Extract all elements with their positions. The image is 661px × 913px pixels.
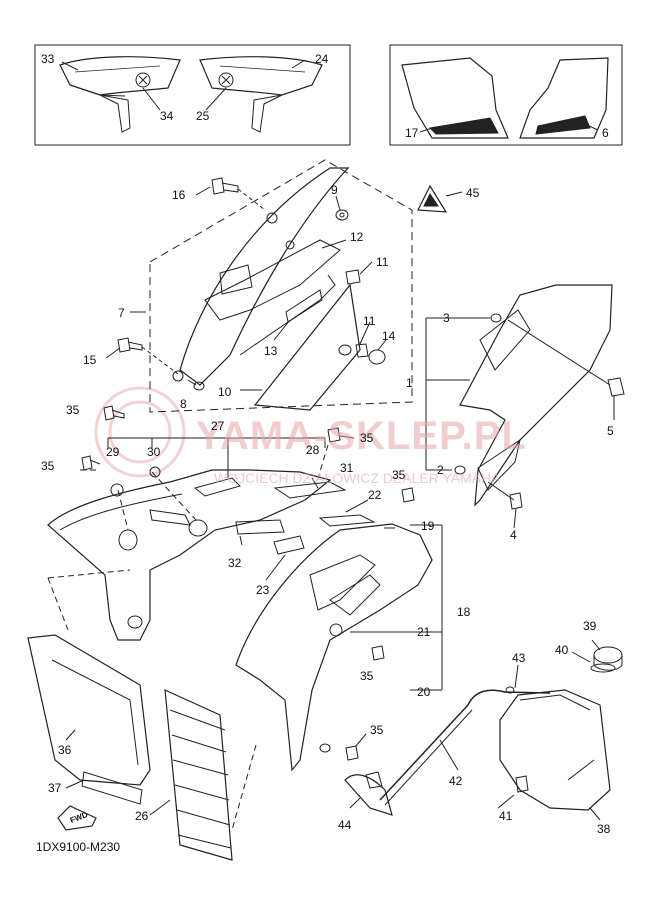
callout-30: 30 (147, 445, 161, 459)
callout-19: 19 (421, 519, 435, 533)
bolts-35 (81, 405, 415, 761)
overflow-hose (379, 689, 551, 806)
callout-43: 43 (512, 651, 526, 665)
callout-31: 31 (340, 461, 354, 475)
callout-10: 10 (218, 385, 232, 399)
callout-35-f: 35 (370, 723, 384, 737)
dashed-leaders (47, 444, 329, 831)
callout-13: 13 (264, 344, 278, 358)
callout-42: 42 (449, 774, 463, 788)
hose-clip (344, 771, 393, 816)
bolt-16 (211, 177, 266, 211)
fwd-arrow-icon (57, 805, 97, 831)
callout-39: 39 (583, 619, 597, 633)
radiator-louver (164, 689, 233, 861)
callout-33: 33 (41, 52, 55, 66)
callout-16: 16 (172, 188, 186, 202)
callout-36: 36 (58, 743, 72, 757)
callout-18: 18 (457, 605, 471, 619)
leader-bracket-18 (350, 524, 443, 691)
leader-bracket-1 (425, 317, 490, 471)
callout-32: 32 (228, 556, 242, 570)
callout-29: 29 (106, 445, 120, 459)
side-cover-right (454, 284, 625, 510)
callout-25: 25 (196, 109, 210, 123)
callout-6: 6 (602, 126, 609, 140)
pad-37 (81, 771, 143, 805)
callout-35-c: 35 (41, 459, 55, 473)
reservoir-tank (499, 646, 623, 811)
leader-bracket-27 (107, 437, 326, 478)
callout-23: 23 (256, 583, 270, 597)
callout-20: 20 (417, 685, 431, 699)
callout-24: 24 (315, 52, 329, 66)
callout-22: 22 (368, 488, 382, 502)
fasteners-small (193, 209, 386, 391)
bolt-15 (117, 337, 179, 375)
cover-group-outline (149, 159, 413, 413)
callout-1: 1 (406, 376, 413, 390)
callout-45: 45 (466, 186, 480, 200)
callout-3: 3 (443, 311, 450, 325)
callout-4: 4 (510, 528, 517, 542)
callout-11-lower: 11 (363, 314, 376, 328)
callout-27: 27 (211, 419, 225, 433)
callout-41: 41 (499, 809, 513, 823)
callout-40: 40 (555, 643, 569, 657)
callout-14: 14 (382, 329, 396, 343)
callout-8: 8 (180, 397, 187, 411)
watermark-logo (94, 386, 186, 478)
watermark-brand: YAMA-SKLEP.PL (196, 414, 527, 458)
callout-35-b: 35 (360, 431, 374, 445)
callout-37: 37 (48, 781, 62, 795)
callout-28: 28 (306, 443, 320, 457)
callout-5: 5 (607, 424, 614, 438)
inset-sidecover-decals (389, 44, 623, 146)
callout-26: 26 (135, 809, 149, 823)
small-plates (235, 481, 376, 555)
airbox-cover (47, 466, 332, 641)
callout-11-upper: 11 (376, 255, 389, 269)
catalog-code: 1DX9100-M230 (36, 840, 121, 854)
callout-2: 2 (437, 463, 444, 477)
callout-35-a: 35 (66, 403, 80, 417)
number-plate-assembly (172, 167, 361, 411)
callout-35-e: 35 (360, 669, 374, 683)
radiator-shroud (235, 523, 433, 772)
callout-44: 44 (338, 818, 352, 832)
callout-7: 7 (118, 306, 125, 320)
callout-34: 34 (160, 109, 174, 123)
leader-lines (65, 186, 615, 821)
inset-shroud-decals (34, 44, 351, 146)
callout-12: 12 (350, 230, 364, 244)
callout-38: 38 (597, 822, 611, 836)
callout-17: 17 (405, 126, 419, 140)
callout-15: 15 (83, 353, 97, 367)
radiator-guard (27, 634, 151, 786)
callout-21: 21 (417, 625, 431, 639)
callout-35-d: 35 (392, 468, 406, 482)
callout-9: 9 (331, 183, 338, 197)
watermark-tagline: WOJCIECH DZIAŁOWICZ DEALER YAMAHA (214, 470, 501, 486)
warning-label-45 (417, 184, 463, 213)
